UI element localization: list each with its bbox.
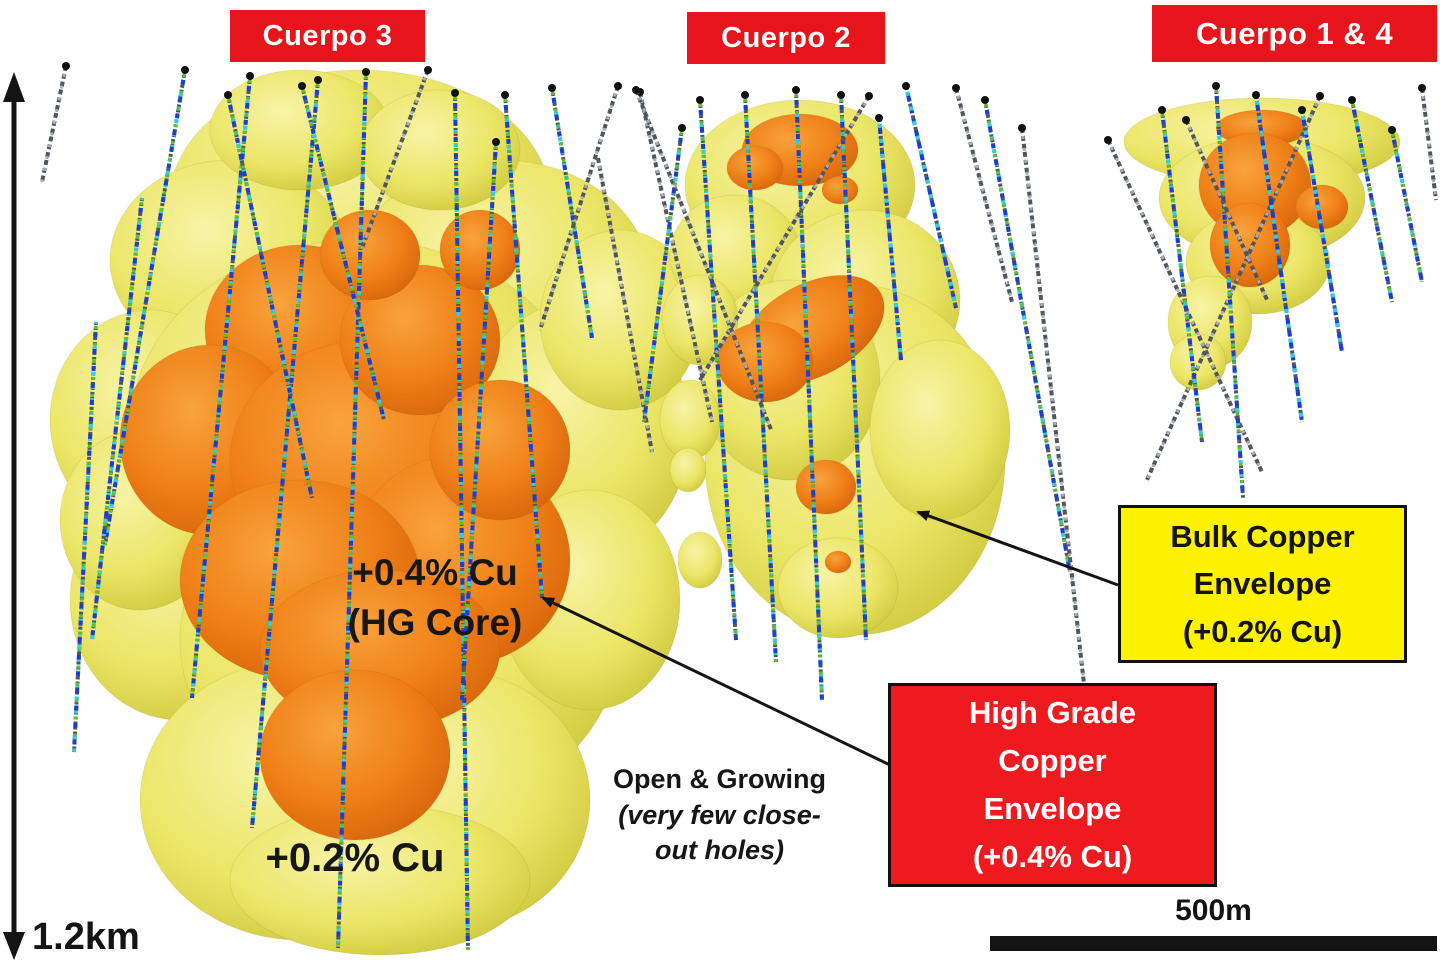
- legend-bulk-line2: Envelope: [1193, 566, 1332, 602]
- legend-bulk-line3: (+0.2% Cu): [1182, 613, 1343, 649]
- label-cuerpo-2: Cuerpo 2: [687, 12, 885, 64]
- annotation-open-line3: out holes): [655, 835, 784, 866]
- horizontal-scale-label: 500m: [1175, 894, 1252, 927]
- horizontal-scale-bar: [990, 936, 1437, 951]
- legend-hg-line1: High Grade: [968, 694, 1137, 730]
- annotation-hg-core: +0.4% Cu (HG Core): [285, 548, 585, 648]
- annotation-open-line2: (very few close-: [618, 799, 821, 830]
- label-cuerpo-3: Cuerpo 3: [230, 10, 425, 62]
- legend-hg-line4: (+0.4% Cu): [972, 839, 1133, 875]
- legend-bulk-line1: Bulk Copper: [1170, 519, 1355, 555]
- annotation-open-growing: Open & Growing (very few close- out hole…: [572, 762, 867, 869]
- legend-bulk-copper-envelope: Bulk Copper Envelope (+0.2% Cu): [1118, 505, 1407, 663]
- annotation-bulk-grade: +0.2% Cu: [265, 836, 445, 880]
- high-grade-core-cuerpo3: [119, 209, 571, 841]
- annotation-hg-core-line2: (HG Core): [347, 601, 523, 643]
- label-cuerpo-1-4: Cuerpo 1 & 4: [1152, 5, 1437, 62]
- drillhole-traces: [40, 62, 1438, 951]
- annotation-hg-core-line1: +0.4% Cu: [352, 552, 518, 593]
- vertical-scale-label: 1.2km: [32, 916, 140, 958]
- legend-high-grade-envelope: High Grade Copper Envelope (+0.4% Cu): [888, 683, 1217, 887]
- legend-leader-arrows: [541, 510, 1119, 767]
- vertical-scale-arrow: [3, 72, 25, 960]
- legend-hg-line3: Envelope: [983, 791, 1122, 826]
- annotation-open-line1: Open & Growing: [613, 764, 826, 794]
- legend-hg-line2: Copper: [998, 742, 1107, 778]
